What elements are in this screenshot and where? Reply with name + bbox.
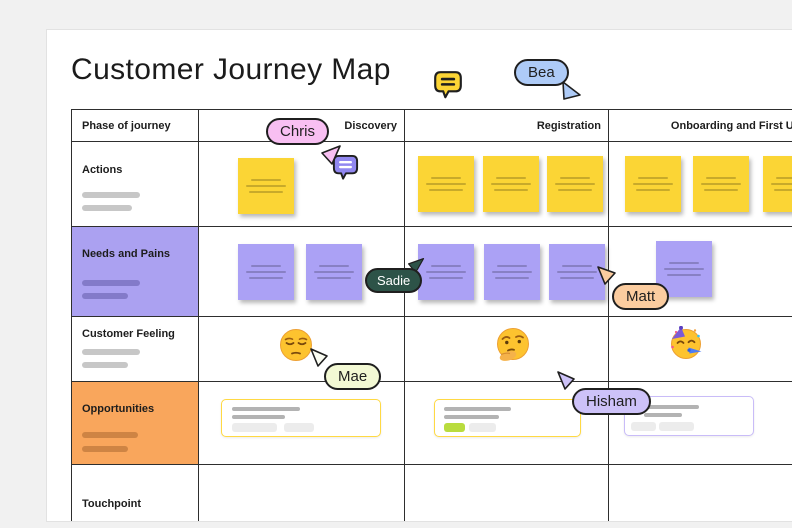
whiteboard-page: Customer Journey Map Phase of journey Di…: [46, 29, 792, 522]
row-label-text: Customer Feeling: [82, 328, 175, 340]
sticky-note[interactable]: [238, 158, 294, 214]
row-label-text: Actions: [82, 164, 123, 176]
placeholder-bar: [82, 192, 140, 198]
row-label-text: Needs and Pains: [82, 248, 171, 260]
cursor-pointer-matt: [595, 264, 619, 293]
placeholder-tag: [232, 423, 277, 432]
sticky-note[interactable]: [484, 244, 540, 300]
placeholder-bar: [82, 205, 132, 211]
cursor-label-hisham: Hisham: [572, 388, 651, 415]
comment-icon[interactable]: [432, 70, 464, 107]
placeholder-tag: [469, 423, 496, 432]
placeholder-bar: [82, 280, 140, 286]
row-label-touchpoint[interactable]: Touchpoint: [72, 465, 199, 521]
placeholder-tag: [659, 422, 694, 431]
sticky-note[interactable]: [306, 244, 362, 300]
placeholder-bar: [82, 293, 128, 299]
cursor-label-bea: Bea: [514, 59, 569, 86]
row-label-customer-feeling[interactable]: Customer Feeling: [72, 317, 199, 382]
placeholder-tag: [284, 423, 314, 432]
opportunity-card[interactable]: [434, 399, 581, 437]
placeholder-bar: [82, 432, 138, 438]
placeholder-line: [644, 405, 699, 409]
cell-touchpoint-registration[interactable]: [405, 465, 609, 521]
header-phase-of-journey[interactable]: Phase of journey: [72, 110, 199, 142]
sticky-note[interactable]: [418, 156, 474, 212]
placeholder-line: [232, 415, 285, 419]
sticky-note[interactable]: [693, 156, 749, 212]
cursor-pointer-hisham: [554, 369, 578, 398]
placeholder-bar: [82, 446, 128, 452]
sticky-note[interactable]: [418, 244, 474, 300]
cursor-pointer-mae: [307, 346, 331, 375]
sticky-note[interactable]: [238, 244, 294, 300]
board-title[interactable]: Customer Journey Map: [71, 53, 391, 86]
cursor-pointer-chris: [319, 143, 343, 172]
cursor-label-mae: Mae: [324, 363, 382, 390]
opportunity-card[interactable]: [624, 396, 754, 436]
row-label-opportunities[interactable]: Opportunities: [72, 382, 199, 465]
sticky-note[interactable]: [625, 156, 681, 212]
cursor-pointer-bea: [559, 80, 583, 109]
partying-face-emoji[interactable]: [668, 325, 704, 362]
cursor-label-chris: Chris: [266, 118, 330, 145]
column-header-onboarding[interactable]: Onboarding and First Use: [609, 110, 792, 142]
cell-touchpoint-onboarding[interactable]: [609, 465, 792, 521]
row-label-needs-and-pains[interactable]: Needs and Pains: [72, 227, 199, 317]
placeholder-tag-green: [444, 423, 465, 432]
cell-touchpoint-discovery[interactable]: [199, 465, 405, 521]
placeholder-line: [444, 415, 499, 419]
placeholder-line: [232, 407, 300, 411]
placeholder-line: [644, 413, 682, 417]
cursor-label-sadie: Sadie: [365, 268, 423, 293]
placeholder-bar: [82, 362, 128, 368]
opportunity-card[interactable]: [221, 399, 381, 437]
row-label-text: Touchpoint: [82, 498, 142, 510]
placeholder-line: [444, 407, 511, 411]
cell-feeling-onboarding[interactable]: [609, 317, 792, 382]
sticky-note[interactable]: [763, 156, 792, 212]
row-label-text: Opportunities: [82, 403, 155, 415]
placeholder-bar: [82, 349, 140, 355]
column-header-registration[interactable]: Registration: [405, 110, 609, 142]
placeholder-tag: [631, 422, 656, 431]
row-label-actions[interactable]: Actions: [72, 142, 199, 227]
sticky-note[interactable]: [483, 156, 539, 212]
cell-actions-discovery[interactable]: [199, 142, 405, 227]
cursor-label-matt: Matt: [612, 283, 670, 310]
sticky-note[interactable]: [547, 156, 603, 212]
sticky-note[interactable]: [549, 244, 605, 300]
thinking-face-emoji[interactable]: [495, 326, 531, 362]
pensive-face-emoji[interactable]: [278, 327, 314, 363]
